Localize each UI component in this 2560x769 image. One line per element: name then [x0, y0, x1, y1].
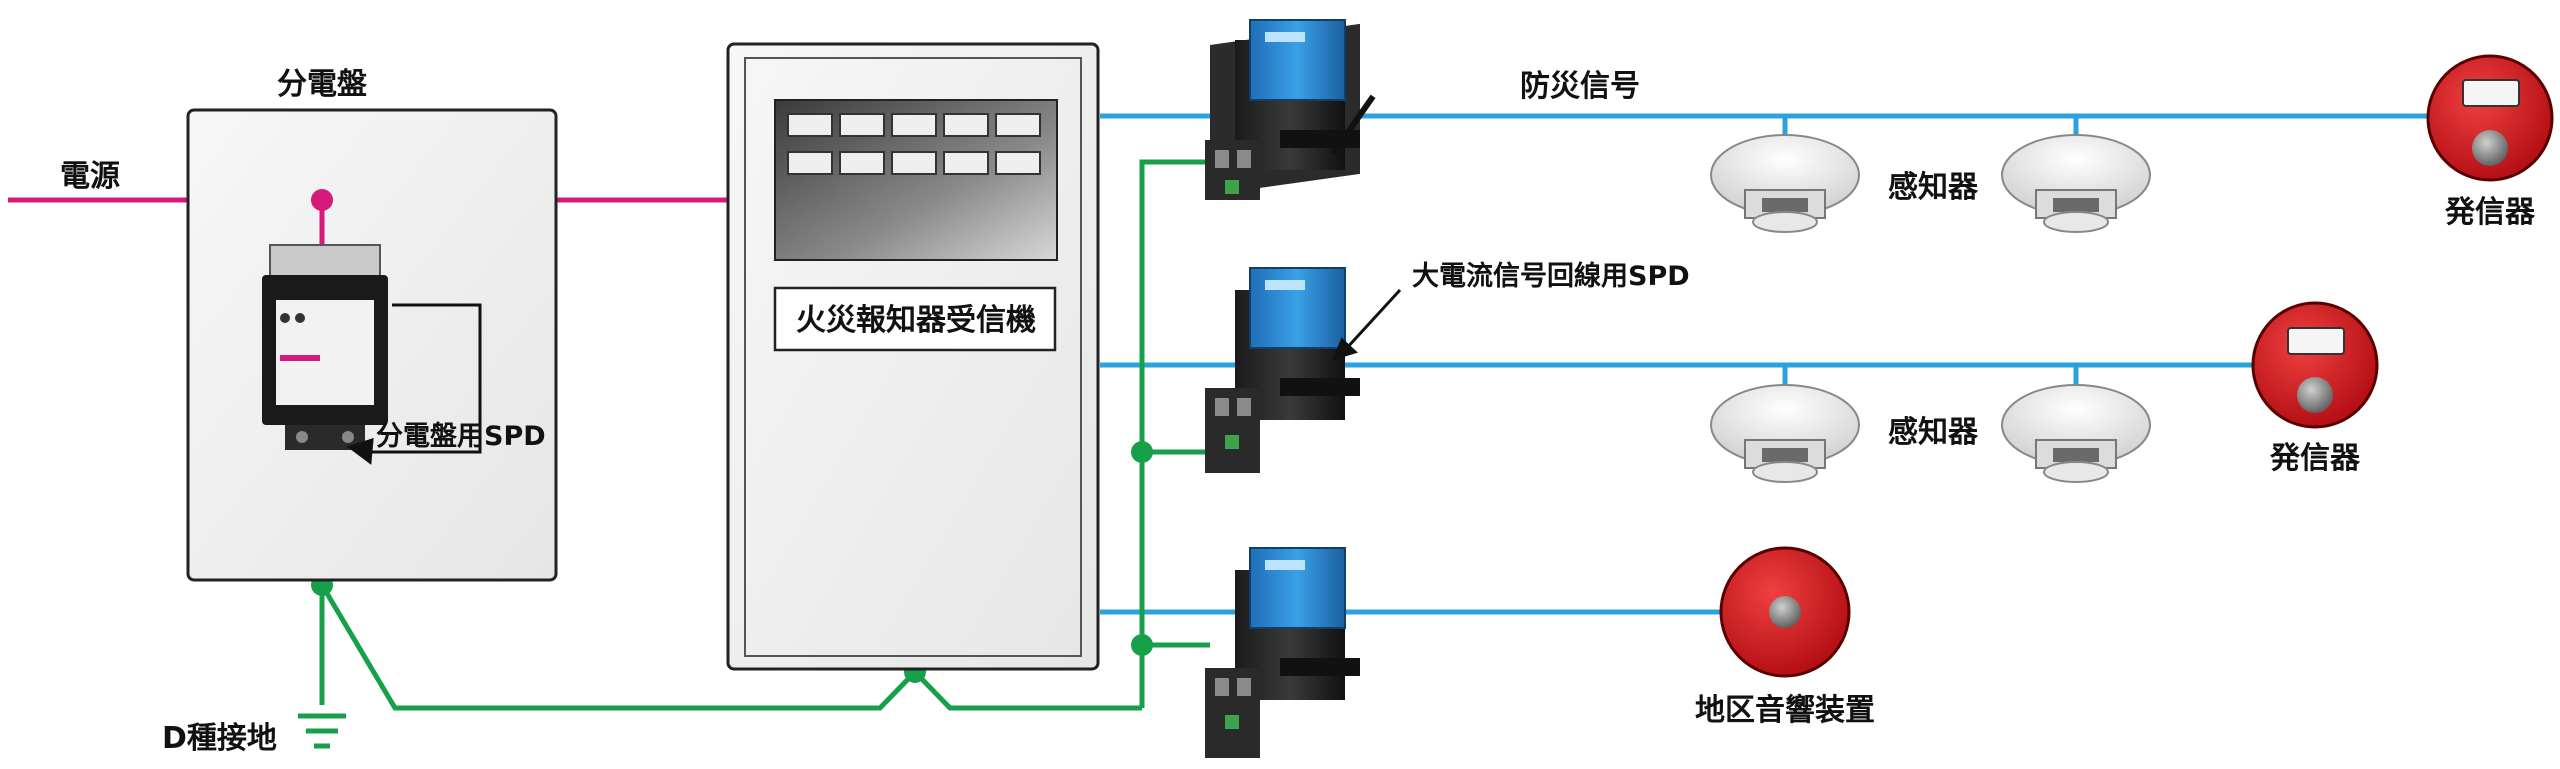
- detector-label: 感知器: [1888, 170, 1979, 205]
- detector-label: 感知器: [1888, 415, 1979, 450]
- callout-arrows: [346, 288, 1402, 465]
- panel-spd-device: [262, 244, 388, 450]
- ground-symbol: [298, 713, 346, 749]
- spd-module-1: [1205, 19, 1376, 200]
- transmitter-label: 発信器: [2269, 441, 2361, 476]
- detector-icon: [1710, 384, 1860, 483]
- area-alarm-bell-icon: [1719, 546, 1851, 678]
- panel-spd-label: 分電盤用SPD: [376, 421, 546, 452]
- disaster-signal-label: 防災信号: [1520, 69, 1640, 104]
- power-source-label: 電源: [60, 159, 120, 194]
- ground-label: D種接地: [162, 721, 277, 756]
- fire-alarm-receiver: [726, 42, 1100, 671]
- detector-icon: [2001, 384, 2151, 483]
- transmitter-icon: [2426, 54, 2554, 182]
- transmitter-icon: [2251, 301, 2379, 429]
- transmitter-label: 発信器: [2444, 195, 2536, 230]
- area-alarm-label: 地区音響装置: [1695, 693, 1875, 728]
- spd-module-2: [1205, 267, 1360, 473]
- distribution-panel-label: 分電盤: [277, 67, 367, 102]
- receiver-indicator-lamps: [787, 113, 1041, 175]
- fire-receiver-label: 火災報知器受信機: [796, 303, 1036, 338]
- detector-icon: [1710, 134, 1860, 233]
- detector-icon: [2001, 134, 2151, 233]
- high-current-spd-label: 大電流信号回線用SPD: [1412, 260, 1690, 292]
- spd-module-3: [1205, 547, 1360, 758]
